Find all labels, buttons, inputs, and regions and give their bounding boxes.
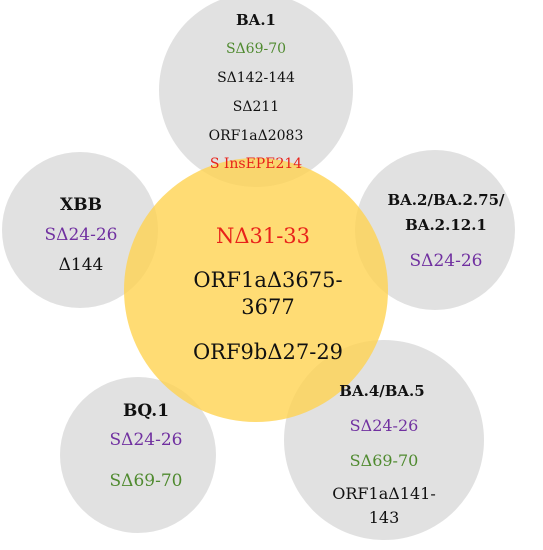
ba2-title-2: BA.2.12.1 bbox=[405, 216, 487, 234]
ba4-line-3: ORF1aΔ141- bbox=[332, 484, 435, 503]
ba1-line-5: S InsEPE214 bbox=[210, 156, 302, 172]
xbb-title: XBB bbox=[60, 195, 102, 215]
bq1-line-2: SΔ69-70 bbox=[110, 471, 183, 491]
ba4-line-2: SΔ69-70 bbox=[350, 451, 419, 470]
bq1-title: BQ.1 bbox=[123, 401, 169, 421]
ba2-line-1: SΔ24-26 bbox=[410, 251, 483, 271]
group-center: NΔ31-33 ORF1aΔ3675- 3677 ORF9bΔ27-29 bbox=[193, 224, 343, 364]
ba1-title: BA.1 bbox=[236, 11, 276, 29]
ba4-title: BA.4/BA.5 bbox=[339, 382, 424, 400]
circle-xbb bbox=[2, 152, 158, 308]
ba4-line-4: 143 bbox=[369, 508, 400, 527]
circle-ba1 bbox=[159, 0, 353, 187]
group-bq1: BQ.1 SΔ24-26 SΔ69-70 bbox=[110, 401, 183, 491]
ba1-line-4: ORF1aΔ2083 bbox=[209, 128, 304, 144]
circle-bq1 bbox=[60, 377, 216, 533]
bq1-line-1: SΔ24-26 bbox=[110, 430, 183, 450]
ba1-line-3: SΔ211 bbox=[233, 99, 279, 115]
xbb-line-2: Δ144 bbox=[59, 255, 104, 275]
xbb-line-1: SΔ24-26 bbox=[45, 225, 118, 245]
center-line-3: 3677 bbox=[241, 295, 294, 319]
group-xbb: XBB SΔ24-26 Δ144 bbox=[45, 195, 118, 275]
ba1-line-1: SΔ69-70 bbox=[226, 41, 286, 57]
center-line-1: NΔ31-33 bbox=[216, 224, 310, 248]
center-line-2: ORF1aΔ3675- bbox=[193, 268, 342, 292]
ba2-title-1: BA.2/BA.2.75/ bbox=[387, 191, 505, 209]
group-ba1: BA.1 SΔ69-70 SΔ142-144 SΔ211 ORF1aΔ2083 … bbox=[209, 11, 304, 172]
center-line-4: ORF9bΔ27-29 bbox=[193, 340, 343, 364]
group-ba4: BA.4/BA.5 SΔ24-26 SΔ69-70 ORF1aΔ141- 143 bbox=[332, 382, 435, 527]
ba1-line-2: SΔ142-144 bbox=[217, 70, 295, 86]
circle-center bbox=[124, 158, 388, 422]
circle-ba2 bbox=[355, 150, 515, 310]
ba4-line-1: SΔ24-26 bbox=[350, 416, 419, 435]
group-ba2: BA.2/BA.2.75/ BA.2.12.1 SΔ24-26 bbox=[387, 191, 505, 271]
